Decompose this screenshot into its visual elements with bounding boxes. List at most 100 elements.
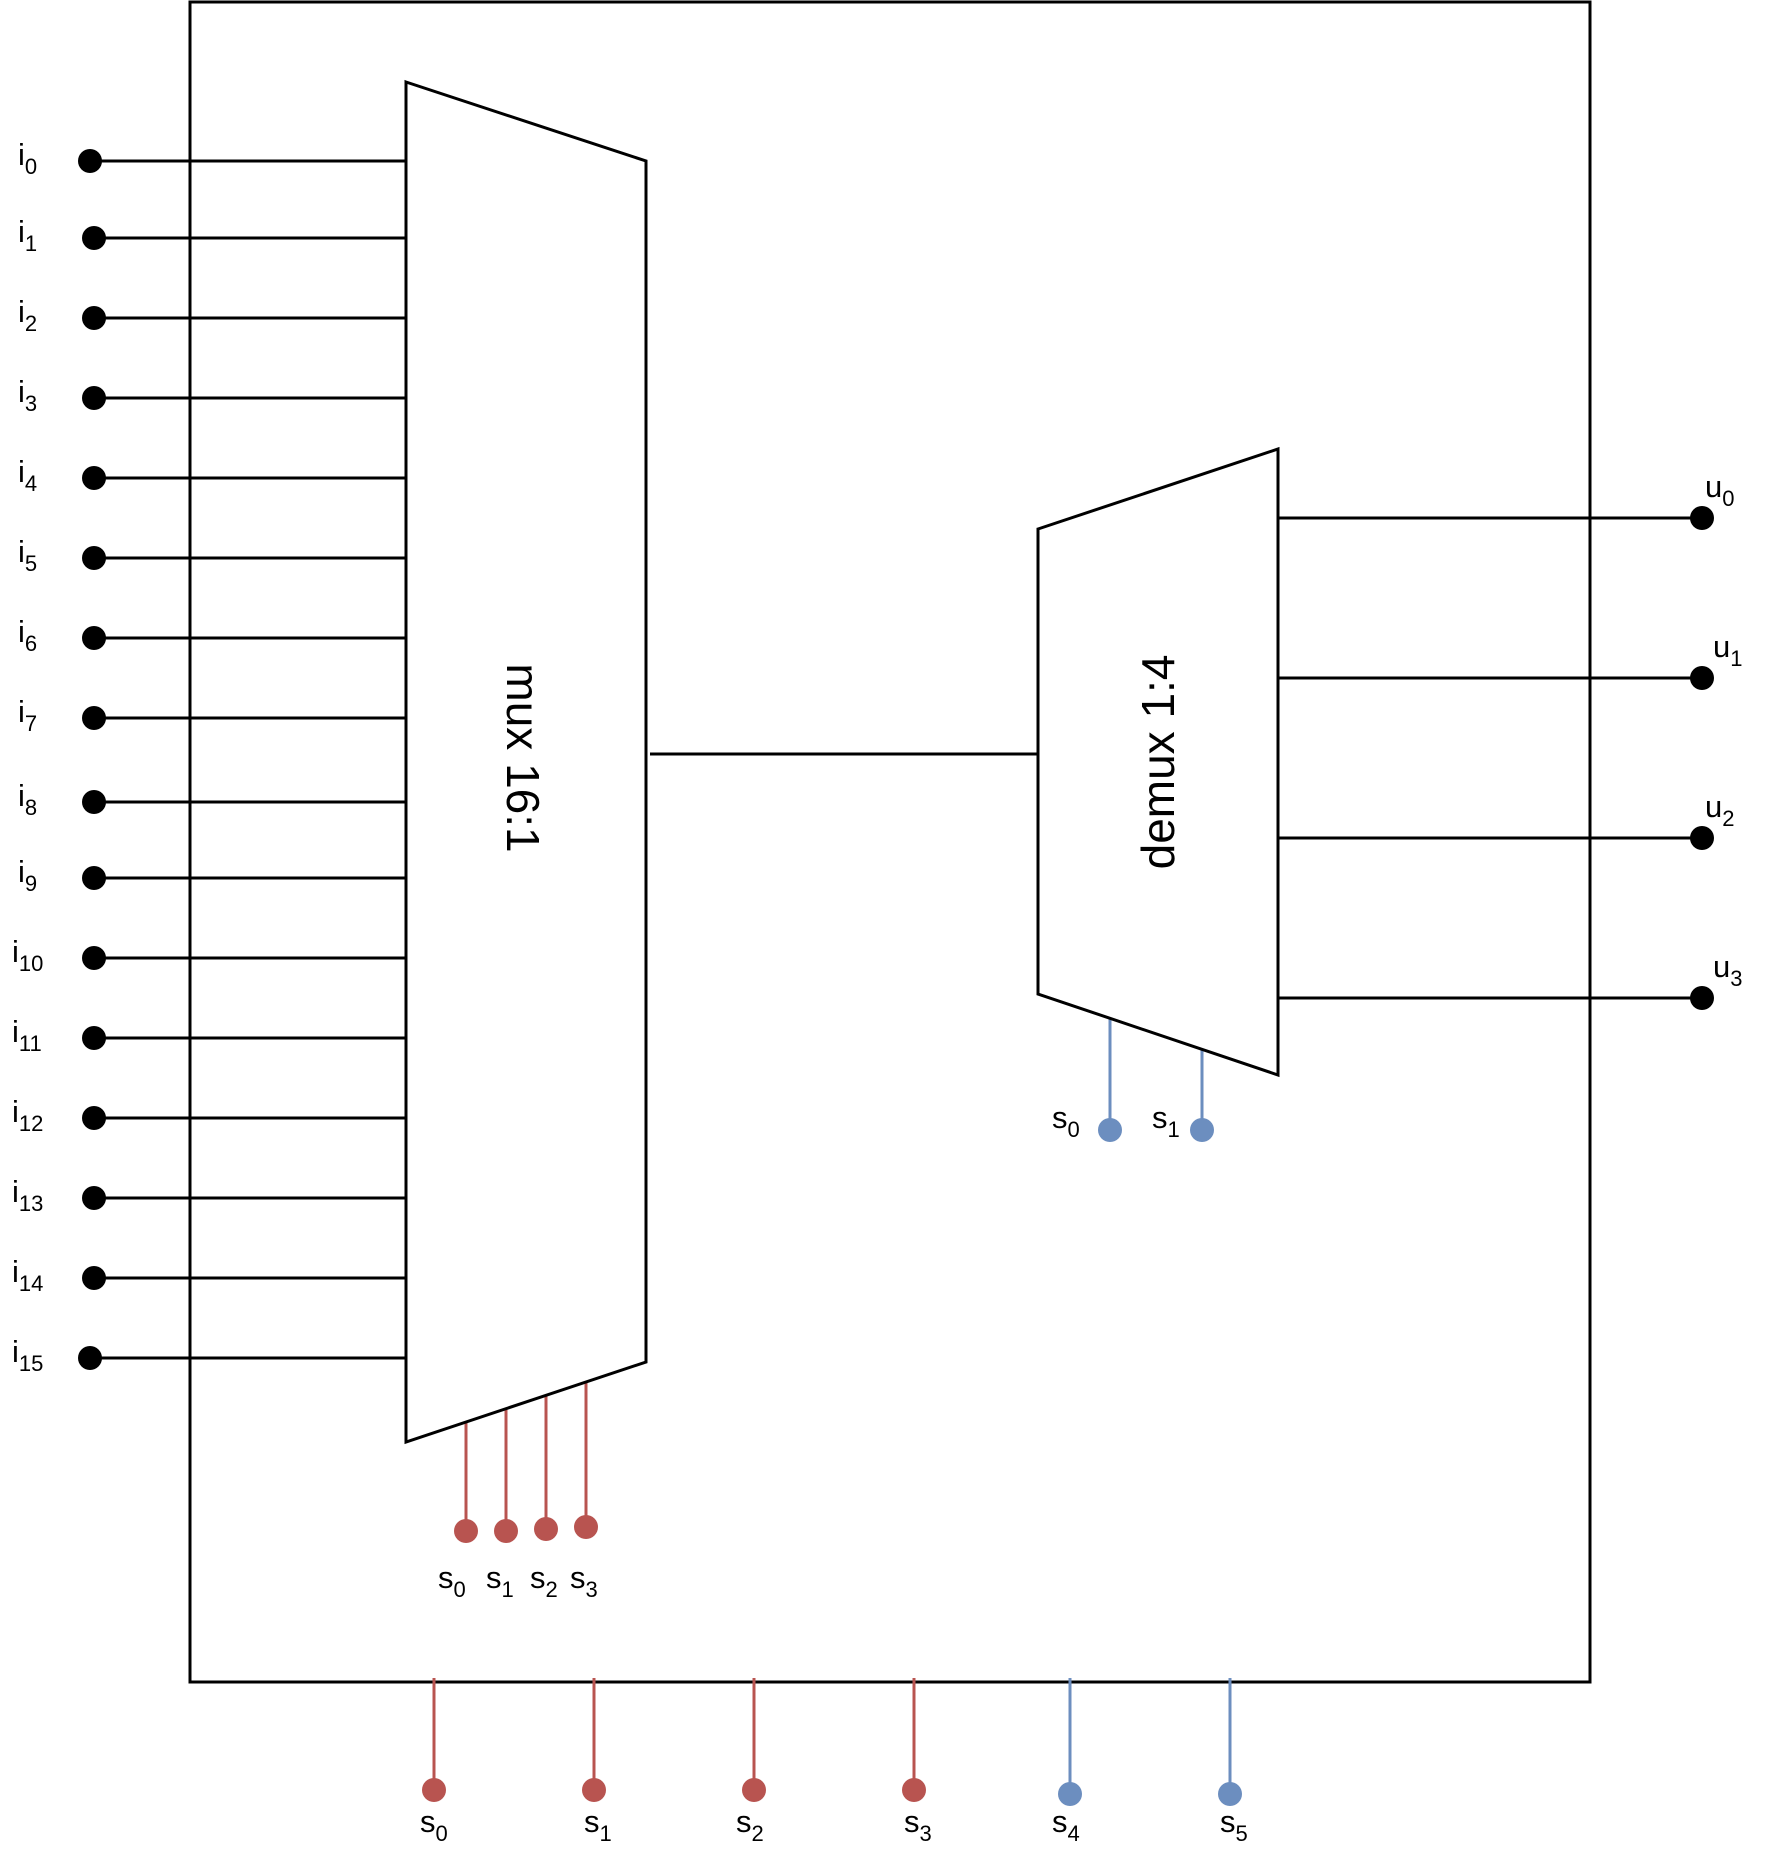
mux-select-label-3-base: s xyxy=(570,1560,586,1595)
input-terminal-4[interactable] xyxy=(82,466,106,490)
external-select-label-5: s5 xyxy=(1220,1804,1248,1846)
demux-select-terminal-1[interactable] xyxy=(1190,1118,1214,1142)
input-terminal-14[interactable] xyxy=(82,1266,106,1290)
output-terminal-1[interactable] xyxy=(1690,666,1714,690)
output-label-1-sub: 1 xyxy=(1730,646,1742,671)
input-terminal-12[interactable] xyxy=(82,1106,106,1130)
input-terminal-1[interactable] xyxy=(82,226,106,250)
output-label-0: u0 xyxy=(1705,469,1735,511)
input-terminal-11[interactable] xyxy=(82,1026,106,1050)
input-label-5-base: i xyxy=(18,534,25,569)
mux-select-terminal-3[interactable] xyxy=(574,1515,598,1539)
mux-select-label-1: s1 xyxy=(486,1560,514,1602)
mux-select-label-1-base: s xyxy=(486,1560,502,1595)
input-label-3-sub: 3 xyxy=(25,391,37,416)
demux-block xyxy=(1036,446,1280,1078)
input-terminal-10[interactable] xyxy=(82,946,106,970)
input-label-8-sub: 8 xyxy=(25,795,37,820)
mux-select-label-3: s3 xyxy=(570,1560,598,1602)
external-select-label-2: s2 xyxy=(736,1804,764,1846)
input-label-13-base: i xyxy=(12,1174,19,1209)
output-label-1-base: u xyxy=(1713,629,1730,664)
mux-select-label-0-sub: 0 xyxy=(454,1577,466,1602)
input-label-9: i9 xyxy=(18,854,37,896)
input-label-4-base: i xyxy=(18,454,25,489)
input-terminal-3[interactable] xyxy=(82,386,106,410)
output-terminal-2[interactable] xyxy=(1690,826,1714,850)
mux-block xyxy=(404,79,648,1445)
external-select-label-5-sub: 5 xyxy=(1236,1821,1248,1846)
external-select-terminal-1[interactable] xyxy=(582,1778,606,1802)
input-label-6-sub: 6 xyxy=(25,631,37,656)
input-label-5: i5 xyxy=(18,534,37,576)
demux-select-label-0-base: s xyxy=(1052,1100,1068,1135)
external-select-terminal-3[interactable] xyxy=(902,1778,926,1802)
mux-select-label-0: s0 xyxy=(438,1560,466,1602)
external-select-terminal-0[interactable] xyxy=(422,1778,446,1802)
external-select-label-3-sub: 3 xyxy=(920,1821,932,1846)
external-select-label-4-sub: 4 xyxy=(1068,1821,1080,1846)
input-label-0-sub: 0 xyxy=(25,154,37,179)
input-terminal-7[interactable] xyxy=(82,706,106,730)
input-terminal-6[interactable] xyxy=(82,626,106,650)
external-select-label-1: s1 xyxy=(584,1804,612,1846)
external-select-terminal-4[interactable] xyxy=(1058,1782,1082,1806)
output-label-3-base: u xyxy=(1713,949,1730,984)
mux-select-label-2-sub: 2 xyxy=(546,1577,558,1602)
external-select-label-4: s4 xyxy=(1052,1804,1080,1846)
input-label-9-base: i xyxy=(18,854,25,889)
external-select-terminal-2[interactable] xyxy=(742,1778,766,1802)
mux-select-terminal-1[interactable] xyxy=(494,1519,518,1543)
external-select-label-0: s0 xyxy=(420,1804,448,1846)
output-label-3: u3 xyxy=(1713,949,1743,991)
input-label-13: i13 xyxy=(12,1174,43,1216)
input-terminal-15[interactable] xyxy=(78,1346,102,1370)
input-label-6: i6 xyxy=(18,614,37,656)
mux-select-label-3-sub: 3 xyxy=(586,1577,598,1602)
input-label-10: i10 xyxy=(12,934,43,976)
external-select-label-1-base: s xyxy=(584,1804,600,1839)
input-label-0: i0 xyxy=(18,137,37,179)
input-label-15: i15 xyxy=(12,1334,43,1376)
input-label-15-base: i xyxy=(12,1334,19,1369)
input-label-10-base: i xyxy=(12,934,19,969)
input-label-14: i14 xyxy=(12,1254,43,1296)
input-terminal-2[interactable] xyxy=(82,306,106,330)
input-label-7: i7 xyxy=(18,694,37,736)
mux-select-label-2-base: s xyxy=(530,1560,546,1595)
output-label-2: u2 xyxy=(1705,789,1735,831)
demux-select-terminal-0[interactable] xyxy=(1098,1118,1122,1142)
output-label-1: u1 xyxy=(1713,629,1743,671)
input-label-11-sub: 11 xyxy=(19,1031,42,1056)
input-label-3-base: i xyxy=(18,374,25,409)
input-label-1: i1 xyxy=(18,214,37,256)
input-terminal-9[interactable] xyxy=(82,866,106,890)
external-select-terminal-5[interactable] xyxy=(1218,1782,1242,1806)
output-terminal-3[interactable] xyxy=(1690,986,1714,1010)
input-label-2: i2 xyxy=(18,294,37,336)
input-terminal-8[interactable] xyxy=(82,790,106,814)
input-label-1-base: i xyxy=(18,214,25,249)
mux-label: mux 16:1 xyxy=(497,663,549,852)
external-select-label-1-sub: 1 xyxy=(600,1821,612,1846)
external-select-label-2-sub: 2 xyxy=(752,1821,764,1846)
demux-select-label-1-base: s xyxy=(1152,1100,1168,1135)
input-label-8-base: i xyxy=(18,778,25,813)
input-label-0-base: i xyxy=(18,137,25,172)
mux-select-label-0-base: s xyxy=(438,1560,454,1595)
output-label-3-sub: 3 xyxy=(1730,966,1742,991)
external-select-label-2-base: s xyxy=(736,1804,752,1839)
input-label-7-sub: 7 xyxy=(25,711,37,736)
input-label-4-sub: 4 xyxy=(25,471,37,496)
mux-select-label-1-sub: 1 xyxy=(502,1577,514,1602)
input-terminal-0[interactable] xyxy=(78,149,102,173)
mux-select-terminal-2[interactable] xyxy=(534,1517,558,1541)
output-terminal-0[interactable] xyxy=(1690,506,1714,530)
demux-label: demux 1:4 xyxy=(1132,655,1184,870)
demux-select-label-1: s1 xyxy=(1152,1100,1180,1142)
input-terminal-5[interactable] xyxy=(82,546,106,570)
mux-select-terminal-0[interactable] xyxy=(454,1519,478,1543)
output-label-2-base: u xyxy=(1705,789,1722,824)
input-terminal-13[interactable] xyxy=(82,1186,106,1210)
